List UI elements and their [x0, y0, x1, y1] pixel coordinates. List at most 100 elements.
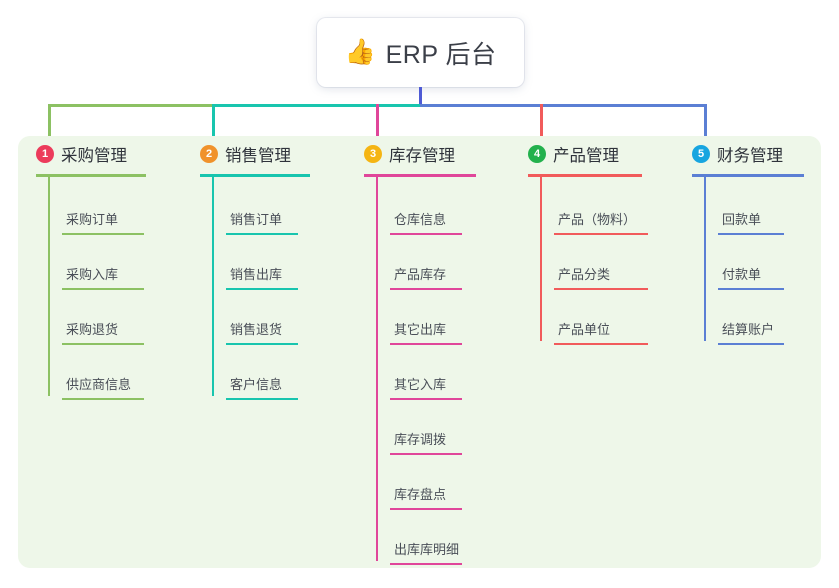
branch-spine [212, 177, 214, 396]
leaf-item-rule [390, 563, 462, 565]
leaf-item-label: 回款单 [722, 212, 762, 227]
branch-drop-2 [212, 104, 215, 136]
branch-header[interactable]: 4 产品管理 [528, 142, 619, 166]
branch-header-rule [528, 174, 642, 177]
leaf-item-label: 库存盘点 [394, 487, 447, 502]
branch-header[interactable]: 5 财务管理 [692, 142, 783, 166]
leaf-item-rule [390, 508, 462, 510]
thumbs-up-icon: 👍 [344, 38, 376, 66]
leaf-item-label: 采购订单 [66, 212, 119, 227]
leaf-item[interactable]: 采购入库 [62, 264, 144, 290]
leaf-item[interactable]: 销售订单 [226, 209, 298, 235]
leaf-item-label: 采购入库 [66, 267, 119, 282]
branch-number-badge: 2 [200, 145, 218, 163]
leaf-item[interactable]: 产品库存 [390, 264, 462, 290]
branch-drop-3 [376, 104, 379, 136]
leaf-item-rule [62, 233, 144, 235]
leaf-item[interactable]: 产品（物料） [554, 209, 648, 235]
leaf-item[interactable]: 其它入库 [390, 374, 462, 400]
branch-header-rule [200, 174, 310, 177]
root-node[interactable]: 👍 ERP 后台 [317, 18, 524, 87]
branch-title: 采购管理 [61, 147, 127, 165]
branch-title: 库存管理 [389, 147, 455, 165]
leaf-item-rule [554, 233, 648, 235]
leaf-item[interactable]: 其它出库 [390, 319, 462, 345]
leaf-item[interactable]: 销售退货 [226, 319, 298, 345]
leaf-item-label: 销售订单 [230, 212, 283, 227]
branch-number-badge: 5 [692, 145, 710, 163]
branch-drop-4 [540, 104, 543, 136]
leaf-item[interactable]: 库存调拨 [390, 429, 462, 455]
branch-header-rule [36, 174, 146, 177]
leaf-item-rule [226, 398, 298, 400]
branch-spine [704, 177, 706, 341]
leaf-item-rule [390, 398, 462, 400]
leaf-item-label: 付款单 [722, 267, 762, 282]
leaf-item-rule [718, 288, 784, 290]
branch-spine [540, 177, 542, 341]
leaf-item-rule [226, 233, 298, 235]
leaf-item[interactable]: 出库库明细 [390, 539, 462, 565]
leaf-item[interactable]: 仓库信息 [390, 209, 462, 235]
leaf-item[interactable]: 销售出库 [226, 264, 298, 290]
leaf-item-rule [390, 343, 462, 345]
branch-header-rule [692, 174, 804, 177]
branch-spine [376, 177, 378, 561]
leaf-item-label: 出库库明细 [394, 542, 460, 557]
bus-run-1 [48, 104, 212, 107]
leaf-item[interactable]: 库存盘点 [390, 484, 462, 510]
leaf-item[interactable]: 采购退货 [62, 319, 144, 345]
leaf-item[interactable]: 付款单 [718, 264, 784, 290]
leaf-item-rule [226, 343, 298, 345]
trunk-stem [419, 87, 422, 107]
leaf-item-label: 结算账户 [722, 322, 775, 337]
leaf-item-rule [554, 288, 648, 290]
branch-drop-5 [704, 104, 707, 136]
leaf-item[interactable]: 客户信息 [226, 374, 298, 400]
leaf-item-label: 销售出库 [230, 267, 283, 282]
leaf-item-rule [226, 288, 298, 290]
branch-title: 财务管理 [717, 147, 783, 165]
leaf-item-label: 仓库信息 [394, 212, 447, 227]
leaf-item-label: 产品单位 [558, 322, 611, 337]
branch-header[interactable]: 1 采购管理 [36, 142, 127, 166]
leaf-item-rule [718, 233, 784, 235]
branch-header[interactable]: 2 销售管理 [200, 142, 291, 166]
branch-header[interactable]: 3 库存管理 [364, 142, 455, 166]
leaf-item-label: 其它出库 [394, 322, 447, 337]
leaf-item-label: 产品分类 [558, 267, 611, 282]
leaf-item-rule [62, 343, 144, 345]
leaf-item-rule [390, 233, 462, 235]
branch-drop-1 [48, 104, 51, 136]
branches-panel: 1 采购管理采购订单采购入库采购退货供应商信息 2 销售管理销售订单销售出库销售退货客… [18, 136, 821, 568]
leaf-item-label: 产品库存 [394, 267, 447, 282]
branch-number-badge: 1 [36, 145, 54, 163]
leaf-item[interactable]: 采购订单 [62, 209, 144, 235]
leaf-item-label: 产品（物料） [558, 212, 637, 227]
leaf-item-label: 采购退货 [66, 322, 119, 337]
leaf-item-rule [554, 343, 648, 345]
leaf-item-label: 其它入库 [394, 377, 447, 392]
leaf-item-rule [390, 288, 462, 290]
leaf-item-label: 销售退货 [230, 322, 283, 337]
leaf-item[interactable]: 产品单位 [554, 319, 648, 345]
leaf-item-label: 供应商信息 [66, 377, 132, 392]
leaf-item[interactable]: 供应商信息 [62, 374, 144, 400]
branch-title: 产品管理 [553, 147, 619, 165]
leaf-item[interactable]: 回款单 [718, 209, 784, 235]
branch-header-rule [364, 174, 476, 177]
root-title: ERP 后台 [385, 40, 497, 69]
leaf-item-label: 库存调拨 [394, 432, 447, 447]
branch-number-badge: 4 [528, 145, 546, 163]
branch-title: 销售管理 [225, 147, 291, 165]
leaf-item[interactable]: 结算账户 [718, 319, 784, 345]
leaf-item-rule [62, 288, 144, 290]
bus-run-2 [212, 104, 420, 107]
branch-number-badge: 3 [364, 145, 382, 163]
leaf-item-rule [62, 398, 144, 400]
leaf-item-label: 客户信息 [230, 377, 283, 392]
bus-run-3 [420, 104, 706, 107]
leaf-item[interactable]: 产品分类 [554, 264, 648, 290]
leaf-item-rule [718, 343, 784, 345]
